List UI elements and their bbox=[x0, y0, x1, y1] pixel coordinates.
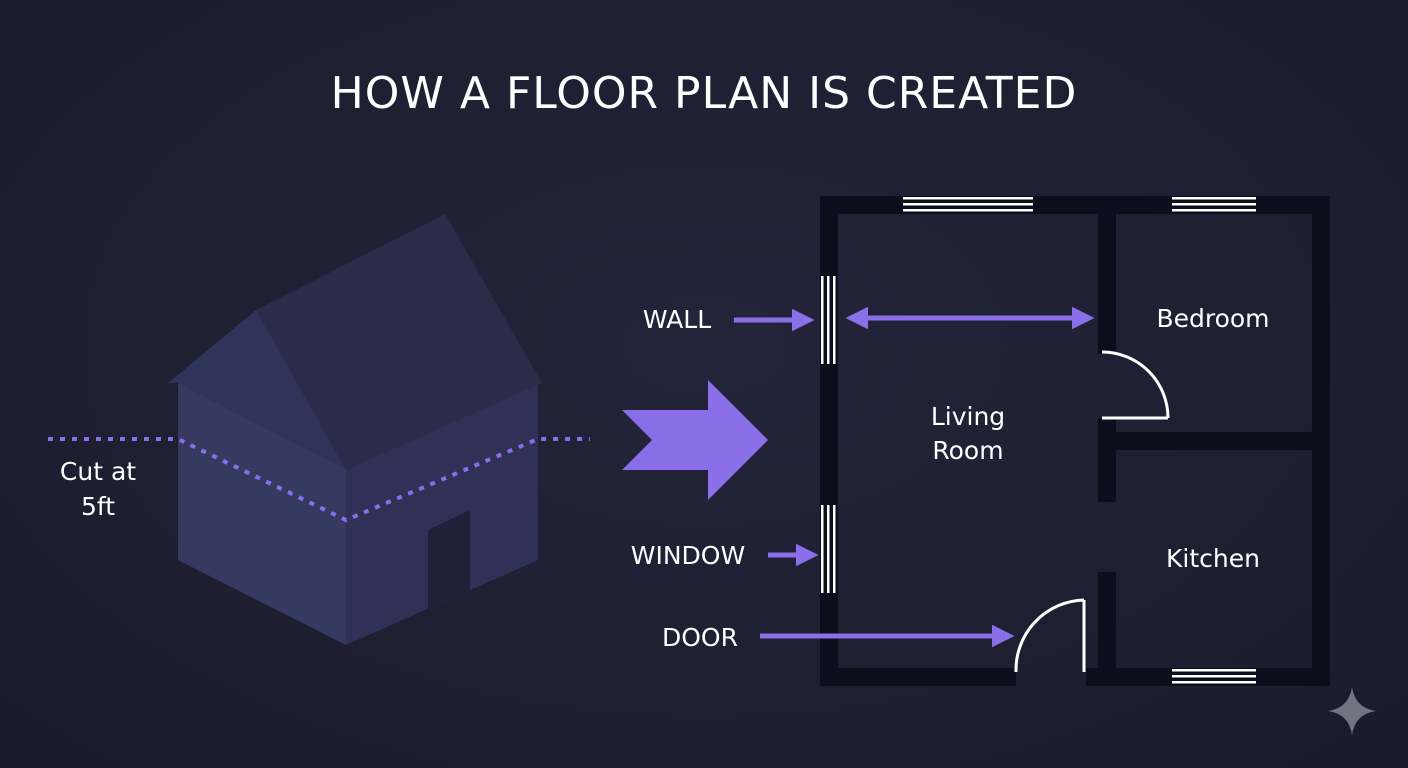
window-left-lower bbox=[821, 505, 836, 593]
callout-label-wall: WALL bbox=[643, 305, 711, 334]
house-door bbox=[428, 510, 470, 612]
room-label-bedroom: Bedroom bbox=[1156, 304, 1269, 333]
house-roof bbox=[256, 214, 542, 470]
cut-label-line1: Cut at bbox=[60, 457, 136, 486]
room-label-kitchen: Kitchen bbox=[1166, 544, 1260, 573]
wall-interior-upper bbox=[1098, 196, 1116, 354]
callout-label-window: WINDOW bbox=[631, 541, 745, 570]
page-title: HOW A FLOOR PLAN IS CREATED bbox=[331, 68, 1078, 119]
house-illustration: Cut at 5ft bbox=[48, 214, 590, 645]
sparkle-icon bbox=[1328, 687, 1376, 735]
room-label-living-line1: Living bbox=[931, 402, 1005, 431]
callout-door: DOOR bbox=[662, 623, 1015, 652]
callout-wall: WALL bbox=[643, 305, 815, 334]
window-top-living bbox=[903, 197, 1033, 212]
callout-window: WINDOW bbox=[631, 541, 819, 570]
wall-bottom-left bbox=[820, 668, 1016, 686]
wall-interior-middle bbox=[1098, 418, 1116, 502]
cut-line bbox=[48, 437, 590, 523]
room-label-living-line2: Room bbox=[932, 436, 1003, 465]
cut-label-line2: 5ft bbox=[81, 492, 115, 521]
window-top-bedroom bbox=[1172, 197, 1256, 212]
door-bedroom-icon bbox=[1101, 350, 1170, 420]
wall-bedroom-kitchen bbox=[1098, 432, 1330, 450]
transition-arrow-icon bbox=[622, 380, 768, 500]
window-bottom-kitchen bbox=[1172, 669, 1256, 684]
wall-left bbox=[820, 196, 838, 686]
callout-label-door: DOOR bbox=[662, 623, 738, 652]
door-entrance-icon bbox=[1014, 598, 1086, 673]
house-roof-left bbox=[168, 310, 346, 470]
window-left-upper bbox=[821, 276, 836, 364]
wall-interior-lower bbox=[1098, 572, 1116, 686]
floor-plan: Living Room Bedroom Kitchen bbox=[820, 196, 1330, 686]
